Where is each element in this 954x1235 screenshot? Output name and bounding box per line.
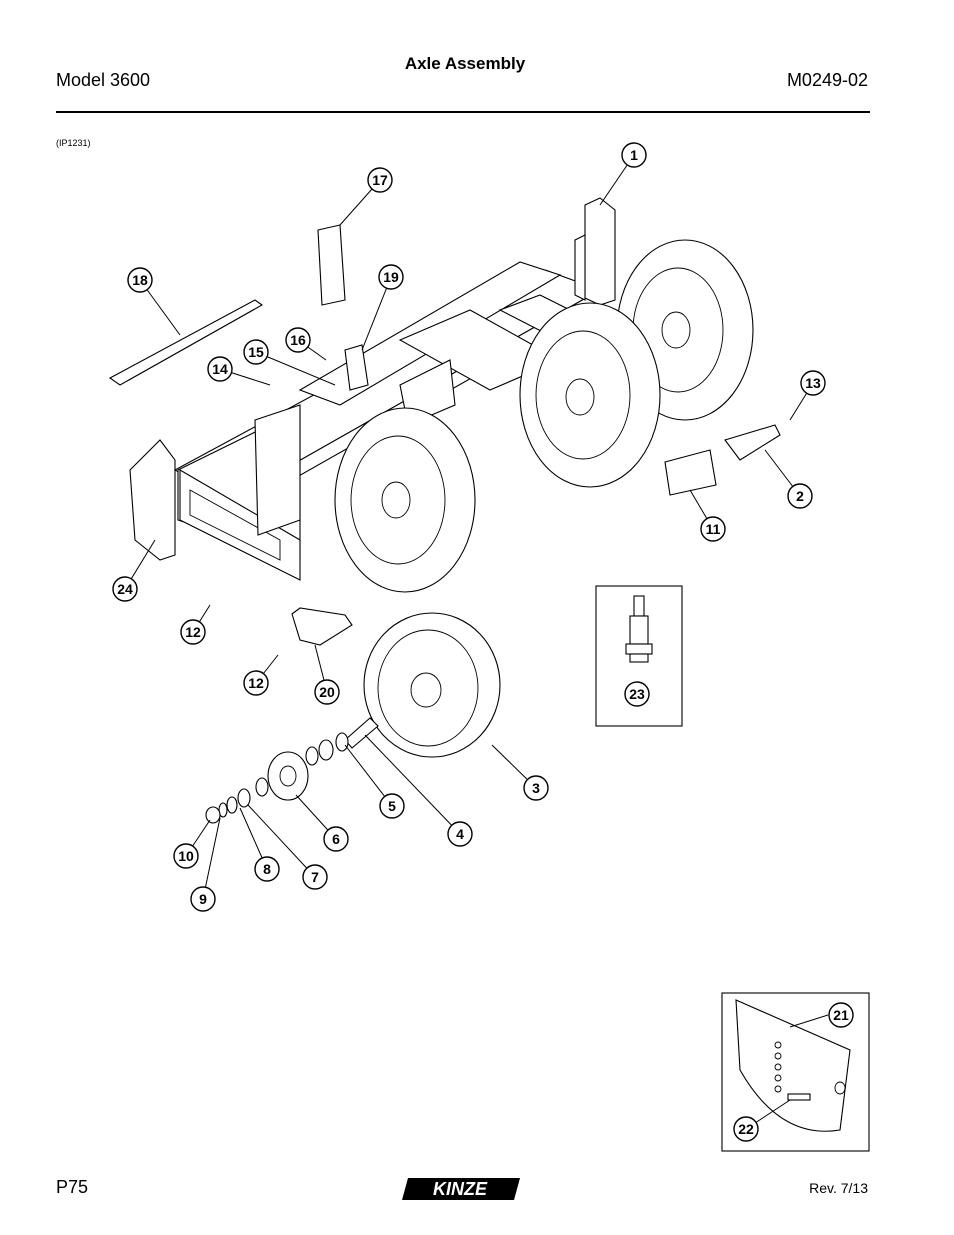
callout-10: 10 — [173, 843, 199, 869]
callout-21: 21 — [828, 1002, 854, 1028]
figure-reference: (IP1231) — [56, 138, 91, 148]
svg-text:12: 12 — [185, 624, 201, 640]
callout-24: 24 — [112, 576, 138, 602]
document-number: M0249-02 — [786, 70, 868, 90]
svg-text:11: 11 — [706, 521, 721, 537]
svg-text:7: 7 — [311, 869, 319, 885]
svg-text:20: 20 — [319, 684, 335, 700]
callout-13: 13 — [800, 370, 826, 396]
callout-14: 14 — [207, 356, 233, 382]
svg-text:15: 15 — [248, 344, 264, 360]
svg-text:24: 24 — [117, 581, 133, 597]
svg-text:10: 10 — [178, 848, 194, 864]
callout-6: 6 — [323, 826, 349, 852]
svg-text:17: 17 — [372, 172, 388, 188]
callout-12a: 12 — [180, 619, 206, 645]
callout-3: 3 — [523, 775, 549, 801]
svg-text:3: 3 — [532, 780, 540, 796]
callout-23: 23 — [624, 681, 650, 707]
svg-text:2: 2 — [796, 488, 804, 504]
callout-9: 9 — [190, 886, 216, 912]
svg-text:14: 14 — [212, 361, 228, 377]
svg-text:6: 6 — [332, 831, 340, 847]
callout-8: 8 — [254, 856, 280, 882]
svg-text:22: 22 — [738, 1121, 754, 1137]
callout-15: 15 — [243, 339, 269, 365]
svg-text:18: 18 — [132, 272, 148, 288]
callout-19: 19 — [378, 264, 404, 290]
svg-text:8: 8 — [263, 861, 271, 877]
callout-17: 17 — [367, 167, 393, 193]
svg-text:4: 4 — [456, 826, 464, 842]
callout-5: 5 — [379, 793, 405, 819]
svg-text:KINZE: KINZE — [433, 1179, 488, 1199]
svg-text:9: 9 — [199, 891, 207, 907]
callout-22: 22 — [733, 1116, 759, 1142]
svg-text:16: 16 — [290, 332, 306, 348]
wheel-drawings — [334, 239, 754, 758]
model-label: Model 3600 — [56, 70, 151, 90]
svg-text:13: 13 — [805, 375, 821, 391]
page-title: Axle Assembly — [404, 54, 526, 73]
kinze-logo: KINZE — [402, 1178, 520, 1200]
callout-20: 20 — [314, 679, 340, 705]
svg-text:21: 21 — [833, 1007, 849, 1023]
hub-parts-drawing — [205, 717, 379, 824]
callout-2: 2 — [787, 483, 813, 509]
callout-1: 1 — [621, 142, 647, 168]
callout-11: 11 — [700, 516, 726, 542]
svg-text:12: 12 — [248, 675, 264, 691]
page-number: P75 — [56, 1177, 89, 1197]
revision-date: Rev. 7/13 — [809, 1180, 868, 1196]
callout-12b: 12 — [243, 670, 269, 696]
callout-18: 18 — [127, 267, 153, 293]
callout-7: 7 — [302, 864, 328, 890]
callout-16: 16 — [285, 327, 311, 353]
svg-text:19: 19 — [383, 269, 399, 285]
svg-text:23: 23 — [629, 686, 645, 702]
svg-text:5: 5 — [388, 798, 396, 814]
header-divider — [56, 111, 870, 113]
svg-text:1: 1 — [630, 147, 638, 163]
callout-4: 4 — [447, 821, 473, 847]
